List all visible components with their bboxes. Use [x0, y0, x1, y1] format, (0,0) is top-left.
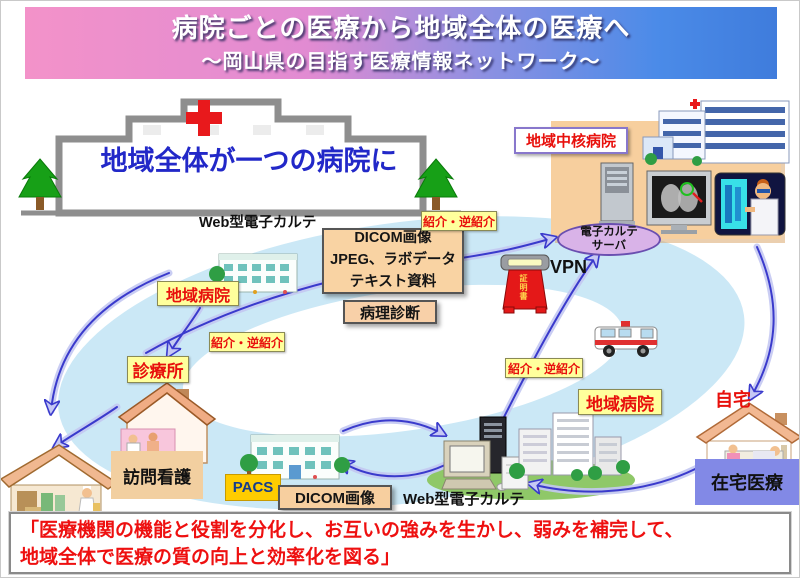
footer-message: 「医療機関の機能と役割を分化し、お互いの強みを生かし、弱みを補完して、 地域全体… — [20, 520, 684, 568]
footer-message-box: 「医療機関の機能と役割を分化し、お互いの強みを生かし、弱みを補完して、 地域全体… — [9, 512, 791, 574]
xray-monitor-icon — [646, 170, 712, 234]
core-hospital-building — [642, 99, 790, 166]
page-title: 病院ごとの医療から地域全体の医療へ — [171, 13, 631, 44]
page-subtitle: ～岡山県の目指す医療情報ネットワーク～ — [201, 50, 601, 73]
bottom-hospital-building — [240, 434, 350, 481]
emr-server-label: 電子カルテ サーバ — [557, 223, 661, 256]
red-cross-icon — [186, 100, 222, 136]
server-tower-icon — [599, 162, 635, 227]
clinic-label: 診療所 — [127, 356, 189, 383]
home-label: 自宅 — [715, 390, 751, 410]
pathology-box: 病理診断 — [343, 300, 437, 324]
visiting-nurse-house-icon — [1, 444, 119, 520]
home-care-box: 在宅医療 — [695, 459, 799, 505]
referral-right-label: 紹介・逆紹介 — [505, 358, 583, 378]
web-emr-top-label: Web型電子カルテ — [199, 215, 317, 231]
radiologist-icon — [714, 172, 786, 236]
dicom-image-box: DICOM画像 — [278, 485, 392, 510]
one-hospital-slogan: 地域全体が一つの病院に — [100, 146, 398, 176]
core-hospital-label: 地域中核病院 — [514, 127, 628, 154]
referral-top-label: 紹介・逆紹介 — [421, 211, 497, 231]
city-buildings-icon — [509, 412, 630, 481]
regional-hospital-left-label: 地域病院 — [157, 281, 239, 306]
vpn-label: VPN — [550, 257, 588, 277]
dicom-data-box: DICOM画像 JPEG、ラボデータ テキスト資料 — [322, 228, 464, 294]
tree-icon — [414, 158, 458, 210]
certificate-label: 証明書 — [519, 274, 528, 301]
one-hospital-outline — [18, 98, 461, 217]
header-banner: 病院ごとの医療から地域全体の医療へ ～岡山県の目指す医療情報ネットワーク～ — [25, 7, 777, 79]
referral-left-label: 紹介・逆紹介 — [209, 332, 285, 352]
flow-arrows — [51, 238, 778, 496]
web-emr-bottom-label: Web型電子カルテ — [403, 491, 525, 508]
regional-hospital-right-label: 地域病院 — [578, 389, 662, 415]
visiting-nursing-box: 訪問看護 — [111, 451, 203, 499]
vpn-device-icon — [500, 254, 550, 314]
pacs-box: PACS — [225, 474, 281, 501]
tree-icon — [18, 158, 62, 210]
ambulance-icon — [594, 321, 658, 357]
